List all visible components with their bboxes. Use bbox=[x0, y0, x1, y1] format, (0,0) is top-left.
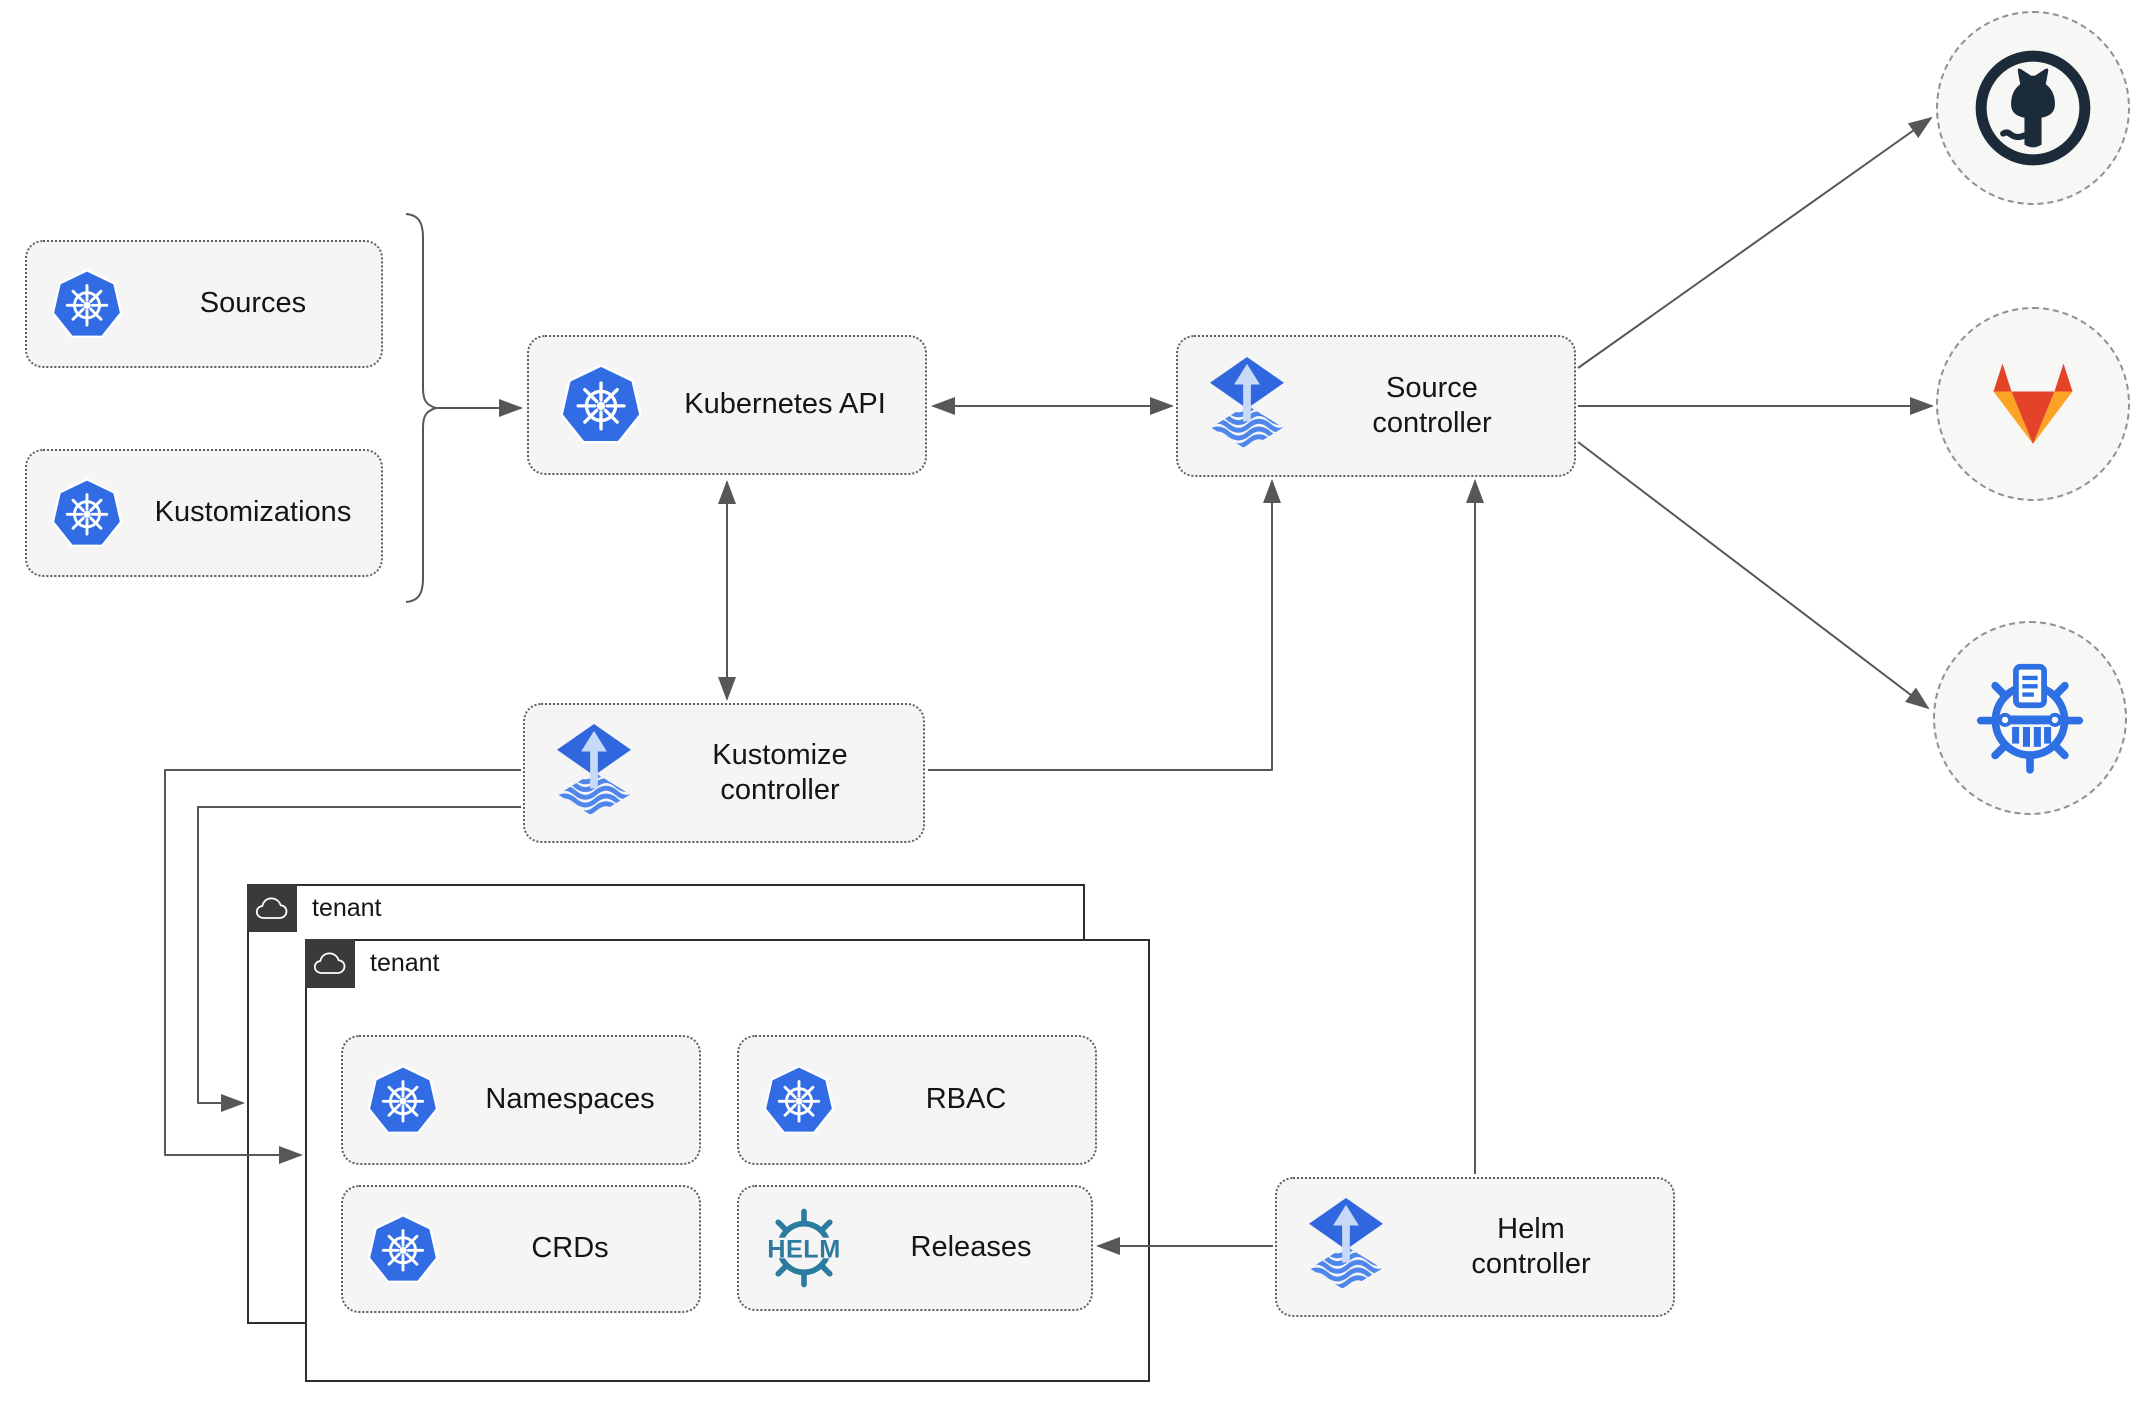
flux-icon bbox=[1204, 355, 1290, 457]
node-namespaces: Namespaces bbox=[341, 1035, 701, 1165]
node-source-controller: Source controller bbox=[1176, 335, 1576, 477]
tenant-front-header bbox=[305, 939, 355, 988]
kubernetes-icon bbox=[557, 359, 645, 451]
kubernetes-icon bbox=[365, 1061, 441, 1140]
edge-source-controller-to-github bbox=[1577, 116, 1933, 369]
gitlab-icon bbox=[1983, 360, 2083, 448]
node-label: Source controller bbox=[1372, 371, 1492, 439]
kubernetes-icon bbox=[49, 474, 125, 553]
kubernetes-icon bbox=[365, 1210, 441, 1289]
node-kustomizations: Kustomizations bbox=[25, 449, 383, 577]
brace-sources-kustomizations bbox=[405, 213, 437, 603]
node-releases: Releases bbox=[737, 1185, 1093, 1311]
node-helm-controller: Helm controller bbox=[1275, 1177, 1675, 1317]
endpoint-github bbox=[1936, 11, 2130, 205]
flux-icon bbox=[1303, 1196, 1389, 1298]
github-icon bbox=[1972, 47, 2094, 169]
node-label: Kustomize controller bbox=[712, 738, 848, 806]
node-label: RBAC bbox=[925, 1083, 1007, 1116]
tenant-back-label: tenant bbox=[312, 894, 382, 922]
tenant-back-header bbox=[247, 884, 297, 932]
edge-kustomize-to-source-controller bbox=[928, 479, 1281, 771]
node-label: Sources bbox=[199, 287, 307, 320]
tenant-front-label: tenant bbox=[370, 949, 440, 977]
cloud-icon bbox=[313, 950, 347, 977]
node-kustomize-controller: Kustomize controller bbox=[523, 703, 925, 843]
kubernetes-icon bbox=[761, 1061, 837, 1140]
node-sources: Sources bbox=[25, 240, 383, 368]
node-label: Kubernetes API bbox=[684, 388, 886, 421]
node-label: Kustomizations bbox=[154, 496, 352, 529]
flux-icon bbox=[551, 722, 637, 824]
node-label: Releases bbox=[910, 1231, 1032, 1264]
node-rbac: RBAC bbox=[737, 1035, 1097, 1165]
helm-icon bbox=[757, 1204, 851, 1292]
node-label: Helm controller bbox=[1471, 1212, 1591, 1280]
node-crds: CRDs bbox=[341, 1185, 701, 1313]
node-label: Namespaces bbox=[485, 1083, 655, 1116]
endpoint-gitlab bbox=[1936, 307, 2130, 501]
node-label: CRDs bbox=[531, 1232, 609, 1265]
edge-source-controller-to-harbor bbox=[1577, 441, 1930, 710]
kubernetes-icon bbox=[49, 265, 125, 344]
endpoint-harbor bbox=[1933, 621, 2127, 815]
cloud-icon bbox=[255, 895, 289, 922]
node-kubernetes-api: Kubernetes API bbox=[527, 335, 927, 475]
harbor-registry-icon bbox=[1966, 659, 2094, 777]
